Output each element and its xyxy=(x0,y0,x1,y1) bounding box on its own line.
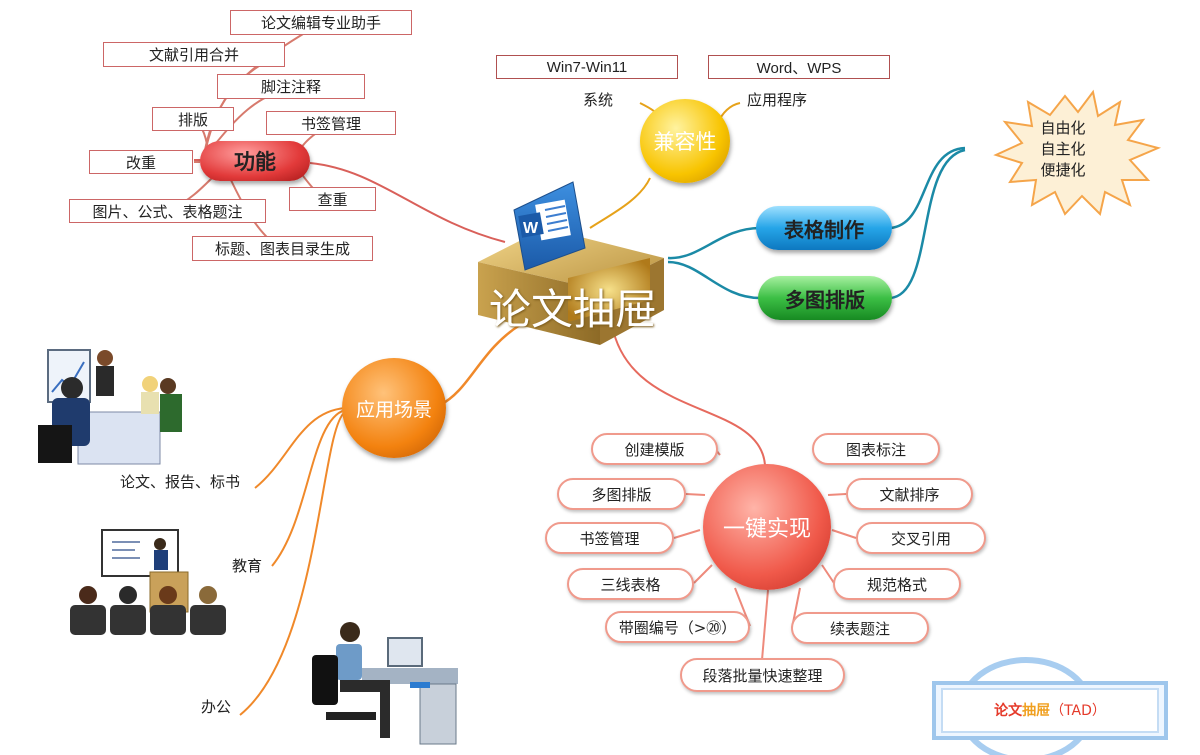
meeting-illustration xyxy=(38,349,182,465)
scene-item-1: 教育 xyxy=(232,557,263,575)
scenes-node[interactable]: 应用场景 xyxy=(342,358,446,458)
compat-systems-caption: 系统 xyxy=(583,91,614,109)
function-item-1[interactable]: 文献引用合并 xyxy=(103,42,285,67)
star-burst xyxy=(993,89,1162,216)
scenes-label: 应用场景 xyxy=(355,398,432,421)
logo-text-b: 抽屉 xyxy=(1022,703,1051,719)
compat-node[interactable]: 兼容性 xyxy=(640,99,730,183)
onekey-right-2[interactable]: 交叉引用 xyxy=(856,522,986,554)
star-line-0: 自由化 xyxy=(1040,119,1086,137)
function-item-5[interactable]: 改重 xyxy=(89,150,193,174)
multi-layout-label: 多图排版 xyxy=(785,287,865,312)
brand-logo xyxy=(932,657,1168,755)
classroom-illustration xyxy=(70,529,226,635)
drawer-illustration: W xyxy=(478,181,664,345)
function-item-4[interactable]: 书签管理 xyxy=(266,111,396,135)
compat-systems-value: Win7-Win11 xyxy=(496,55,678,79)
svg-text:W: W xyxy=(523,220,539,237)
table-make-label: 表格制作 xyxy=(784,217,864,242)
onekey-right-4[interactable]: 续表题注 xyxy=(791,612,929,644)
onekey-left-3[interactable]: 三线表格 xyxy=(567,568,694,600)
scene-item-0: 论文、报告、标书 xyxy=(120,473,241,491)
function-label: 功能 xyxy=(234,150,276,174)
multi-layout-node[interactable]: 多图排版 xyxy=(758,276,892,320)
onekey-right-0[interactable]: 图表标注 xyxy=(812,433,940,465)
function-item-6[interactable]: 查重 xyxy=(289,187,376,211)
compat-apps-caption: 应用程序 xyxy=(747,91,808,109)
star-line-1: 自主化 xyxy=(1040,140,1086,158)
star-text: 自由化 自主化 便捷化 xyxy=(1030,118,1096,181)
onekey-right-3[interactable]: 规范格式 xyxy=(833,568,961,600)
scene-item-2: 办公 xyxy=(201,698,232,716)
compat-label: 兼容性 xyxy=(653,130,717,154)
star-line-2: 便捷化 xyxy=(1040,161,1086,179)
table-make-node[interactable]: 表格制作 xyxy=(756,206,892,250)
onekey-left-0[interactable]: 创建模版 xyxy=(591,433,718,465)
function-item-0[interactable]: 论文编辑专业助手 xyxy=(230,10,412,35)
onekey-node[interactable]: 一键实现 xyxy=(703,464,831,590)
office-worker-illustration xyxy=(312,622,458,745)
onekey-label: 一键实现 xyxy=(722,517,811,542)
logo-text: 论文抽屉（TAD） xyxy=(942,700,1158,720)
function-item-2[interactable]: 脚注注释 xyxy=(217,74,365,99)
onekey-left-2[interactable]: 书签管理 xyxy=(545,522,674,554)
logo-text-a: 论文 xyxy=(994,703,1023,719)
onekey-right-1[interactable]: 文献排序 xyxy=(846,478,973,510)
function-item-8[interactable]: 标题、图表目录生成 xyxy=(192,236,373,261)
onekey-bottom[interactable]: 段落批量快速整理 xyxy=(680,658,845,692)
compat-apps-value: Word、WPS xyxy=(708,55,890,79)
center-title: 论文抽屉 xyxy=(488,285,657,334)
logo-text-c: （TAD） xyxy=(1050,703,1106,719)
function-item-3[interactable]: 排版 xyxy=(152,107,234,131)
onekey-left-4[interactable]: 带圈编号（>⑳） xyxy=(605,611,750,643)
function-item-7[interactable]: 图片、公式、表格题注 xyxy=(69,199,266,223)
function-node[interactable]: 功能 xyxy=(200,141,310,181)
onekey-left-1[interactable]: 多图排版 xyxy=(557,478,686,510)
